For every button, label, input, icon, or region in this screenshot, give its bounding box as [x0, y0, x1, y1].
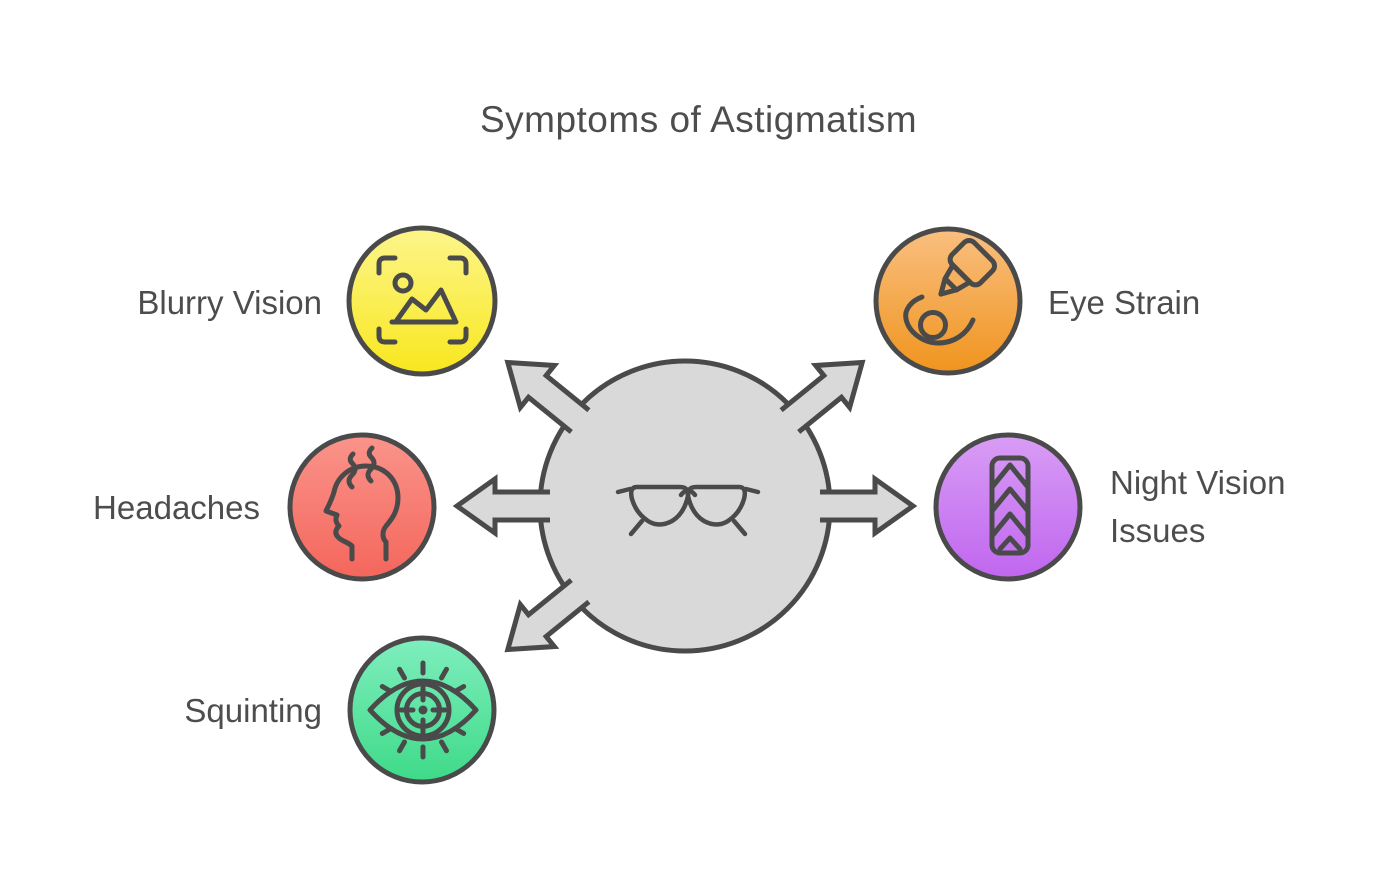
arrows-group — [452, 359, 918, 653]
eye-drops-icon — [903, 237, 998, 346]
page-title: Symptoms of Astigmatism — [479, 99, 918, 140]
glasses-icon — [615, 484, 761, 537]
arrow-lower-left — [504, 578, 591, 653]
node-squinting — [347, 635, 497, 785]
label-eye-strain: Eye Strain — [1048, 284, 1201, 321]
node-headaches — [287, 432, 437, 582]
label-headaches: Headaches — [93, 489, 260, 526]
blurry-vision-circle — [346, 225, 498, 377]
target-eye-icon — [367, 660, 479, 760]
node-night-vision — [933, 432, 1083, 582]
label-blurry-vision: Blurry Vision — [137, 284, 322, 321]
head-profile-icon — [323, 445, 401, 562]
eye-strain-circle — [873, 226, 1023, 376]
arrow-upper-left — [504, 359, 591, 434]
night-vision-circle — [933, 432, 1083, 582]
node-eye-strain — [873, 226, 1023, 376]
chevron-strip-icon — [989, 455, 1031, 556]
image-viewfinder-icon — [376, 255, 469, 345]
arrow-upper-right — [779, 359, 866, 434]
arrow-right — [820, 474, 918, 538]
headaches-circle — [287, 432, 437, 582]
node-blurry-vision — [346, 225, 498, 377]
arrow-left — [452, 474, 550, 538]
label-squinting: Squinting — [184, 692, 322, 729]
label-night-vision: Night Vision Issues — [1110, 464, 1286, 549]
